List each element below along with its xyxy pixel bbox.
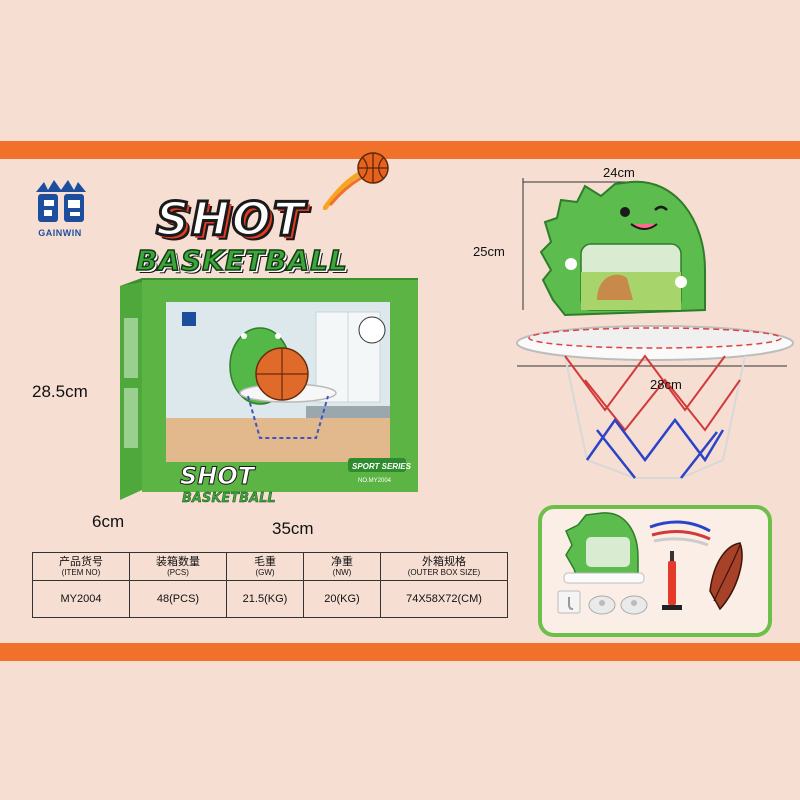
box-height-label: 28.5cm [32,382,88,401]
box-title-basketball: BASKETBALL [182,491,276,506]
gw-value: 21.5(KG) [226,580,304,618]
net-icon [649,520,711,547]
outer-box-size-value: 74X58X72(CM) [380,580,508,618]
pump-icon [662,551,682,610]
box-depth-label: 6cm [92,512,125,531]
basketball-icon [323,152,389,210]
pcs-value: 48(PCS) [129,580,227,618]
mini-backboard-icon [563,512,645,584]
product-rim-label: 28cm [650,377,682,392]
box-item-no: NO.MY2004 [358,478,392,484]
table-header-cell: 净重(NW) [303,552,381,581]
dinosaur-backboard-icon [539,180,706,317]
product-title: SHOT BASKETBALL [118,150,428,278]
brand-name: GAINWIN [38,228,82,238]
title-basketball: BASKETBALL [135,243,348,278]
table-header-cell: 外箱规格(OUTER BOX SIZE) [380,552,508,581]
gainwin-logo-icon [36,180,86,222]
box-series-badge: SPORT SERIES [352,462,412,471]
table-header-cell: 产品货号(ITEM NO) [32,552,130,581]
hook-icon [557,590,581,614]
deflated-basketball-icon [709,542,743,611]
brand-logo: GAINWIN [28,178,92,248]
item-no-value: MY2004 [32,580,130,618]
table-header-cell: 毛重(GW) [226,552,304,581]
table-row: MY2004 48(PCS) 21.5(KG) 20(KG) 74X58X72(… [32,580,508,618]
top-orange-band [0,141,800,159]
product-box-illustration: SHOT BASKETBALL SPORT SERIES NO.MY2004 [120,278,418,506]
accessories-panel [538,505,772,637]
product-height-label: 25cm [473,244,505,259]
product-hoop-illustration [516,178,794,479]
spec-table: 产品货号(ITEM NO) 装箱数量(PCS) 毛重(GW) 净重(NW) 外箱… [32,552,508,618]
suction-cup-icon [620,595,648,615]
bottom-orange-band [0,643,800,661]
product-width-label: 24cm [603,165,635,180]
table-header-cell: 装箱数量(PCS) [129,552,227,581]
box-width-label: 35cm [272,519,314,538]
net-icon [564,354,746,479]
title-shot: SHOT [154,191,307,248]
suction-cup-icon [588,595,616,615]
box-title-shot: SHOT [180,462,256,490]
nw-value: 20(KG) [303,580,381,618]
table-header-row: 产品货号(ITEM NO) 装箱数量(PCS) 毛重(GW) 净重(NW) 外箱… [32,552,508,581]
